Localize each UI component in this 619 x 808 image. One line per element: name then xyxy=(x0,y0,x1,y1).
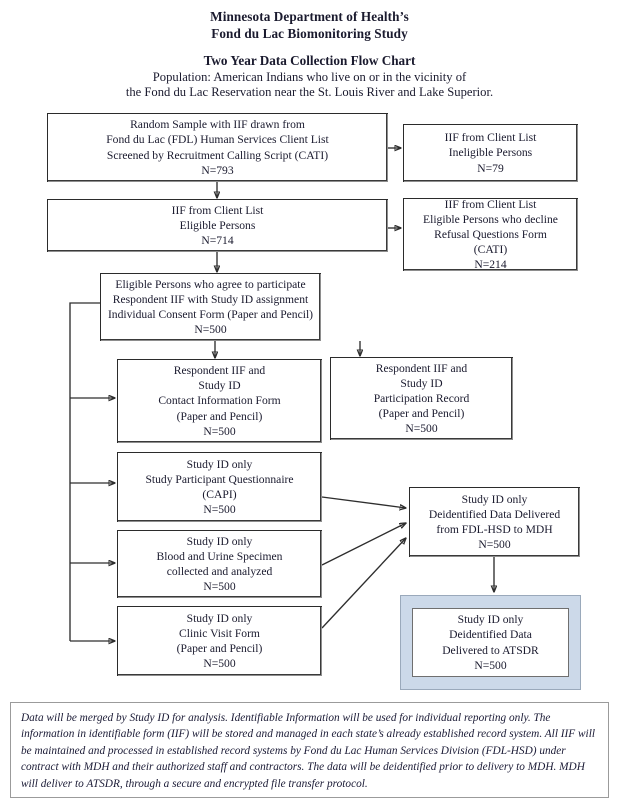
node-line: Study ID only xyxy=(457,613,524,627)
node-deidentified-atsdr[interactable]: Study ID only Deidentified Data Delivere… xyxy=(412,608,569,677)
node-line: (CAPI) xyxy=(202,488,237,501)
node-line: Study ID only xyxy=(186,611,253,625)
node-line: IIF from Client List xyxy=(444,197,537,211)
node-decline[interactable]: IIF from Client List Eligible Persons wh… xyxy=(403,198,578,271)
node-line: Eligible Persons who agree to participat… xyxy=(115,277,306,291)
population-line-1: Population: American Indians who live on… xyxy=(152,69,467,84)
node-clinic-visit[interactable]: Study ID only Clinic Visit Form (Paper a… xyxy=(117,606,322,676)
node-line: Respondent IIF and xyxy=(173,364,266,378)
node-line: Blood and Urine Specimen xyxy=(156,549,283,563)
node-line: (Paper and Pencil) xyxy=(378,407,465,421)
edge-clinic-to-mdh xyxy=(321,538,406,629)
node-count: N=79 xyxy=(477,161,504,175)
node-questionnaire[interactable]: Study ID only Study Participant Question… xyxy=(117,452,322,522)
node-line: (CATI) xyxy=(473,243,508,257)
node-line: Study ID only xyxy=(186,457,253,471)
node-count: N=500 xyxy=(405,422,438,436)
node-line: Study Participant Questionnaire xyxy=(145,472,294,486)
population-line-2: the Fond du Lac Reservation near the St.… xyxy=(125,85,494,100)
node-line: Eligible Persons xyxy=(179,218,256,232)
node-specimen[interactable]: Study ID only Blood and Urine Specimen c… xyxy=(117,530,322,598)
node-count: N=500 xyxy=(194,323,227,337)
node-line: Deidentified Data xyxy=(449,628,532,642)
node-line: Delivered to ATSDR xyxy=(442,643,539,657)
edge-specimen-to-mdh xyxy=(321,523,406,566)
node-line: Study ID only xyxy=(186,534,253,548)
node-line: Study ID xyxy=(400,376,443,390)
node-ineligible[interactable]: IIF from Client List Ineligible Persons … xyxy=(403,124,578,182)
node-line: IIF from Client List xyxy=(444,131,537,145)
node-line: Contact Information Form xyxy=(158,394,281,408)
node-count: N=500 xyxy=(203,424,236,438)
node-contact-info[interactable]: Respondent IIF and Study ID Contact Info… xyxy=(117,359,322,443)
node-deidentified-atsdr-highlight[interactable]: Study ID only Deidentified Data Delivere… xyxy=(400,595,581,690)
node-count: N=714 xyxy=(201,234,234,248)
node-participation-record[interactable]: Respondent IIF and Study ID Participatio… xyxy=(330,357,513,440)
node-count: N=214 xyxy=(474,258,507,272)
chart-title: Two Year Data Collection Flow Chart xyxy=(203,53,416,68)
node-line: (Paper and Pencil) xyxy=(176,409,263,423)
node-count: N=500 xyxy=(203,503,236,517)
org-line-1: Minnesota Department of Health’s xyxy=(210,9,409,24)
node-line: Screened by Recruitment Calling Script (… xyxy=(106,148,329,162)
node-line: Participation Record xyxy=(373,391,470,405)
edge-consent-left-bus xyxy=(69,302,100,641)
node-line: Individual Consent Form (Paper and Penci… xyxy=(107,308,314,321)
node-line: Respondent IIF and xyxy=(375,361,468,375)
node-line: Refusal Questions Form xyxy=(434,227,547,241)
node-line: collected and analyzed xyxy=(166,565,273,578)
node-line: Study ID only xyxy=(461,492,528,506)
node-line: Ineligible Persons xyxy=(448,146,533,160)
node-count: N=500 xyxy=(203,657,236,671)
node-line: Clinic Visit Form xyxy=(179,626,260,640)
node-line: IIF from Client List xyxy=(171,203,264,217)
footnote-box: Data will be merged by Study ID for anal… xyxy=(10,702,609,798)
page-title: Minnesota Department of Health’s Fond du… xyxy=(0,9,619,42)
org-line-2: Fond du Lac Biomonitoring Study xyxy=(211,25,408,41)
footnote-text: Data will be merged by Study ID for anal… xyxy=(21,712,595,790)
node-count: N=793 xyxy=(201,163,234,177)
edge-questionnaire-to-mdh xyxy=(321,496,406,508)
node-line: Random Sample with IIF drawn from xyxy=(130,118,305,132)
node-deidentified-mdh[interactable]: Study ID only Deidentified Data Delivere… xyxy=(409,487,580,557)
node-line: Deidentified Data Delivered xyxy=(428,507,561,521)
node-random-sample[interactable]: Random Sample with IIF drawn from Fond d… xyxy=(47,113,388,182)
node-line: from FDL-HSD to MDH xyxy=(436,523,553,536)
node-count: N=500 xyxy=(203,580,236,594)
chart-subtitle-group: Two Year Data Collection Flow Chart Popu… xyxy=(0,53,619,101)
node-line: Eligible Persons who decline xyxy=(423,212,558,226)
node-eligible[interactable]: IIF from Client List Eligible Persons N=… xyxy=(47,199,388,252)
node-count: N=500 xyxy=(478,538,511,552)
node-count: N=500 xyxy=(474,658,507,672)
node-consent[interactable]: Eligible Persons who agree to participat… xyxy=(100,273,321,341)
node-line: (Paper and Pencil) xyxy=(176,642,263,655)
node-line: Fond du Lac (FDL) Human Services Client … xyxy=(106,133,329,147)
node-line: Respondent IIF with Study ID assignment xyxy=(112,292,309,306)
node-line: Study ID xyxy=(198,379,241,393)
